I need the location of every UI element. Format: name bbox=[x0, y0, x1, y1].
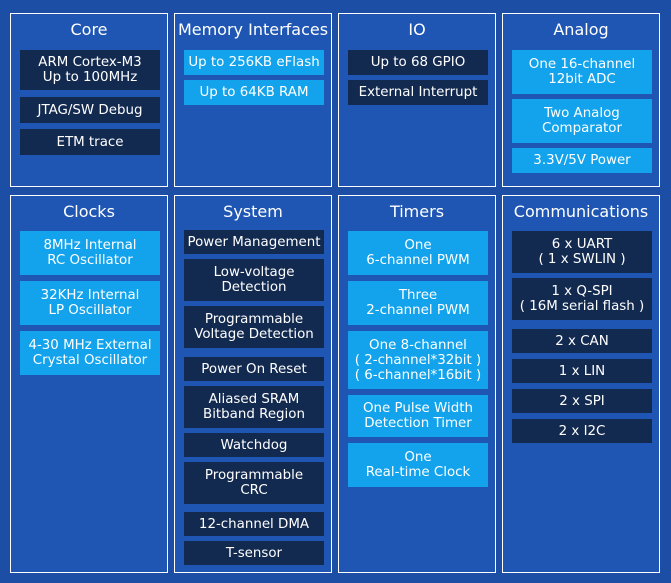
core-panel: Core ARM Cortex-M3 Up to 100MHz JTAG/SW … bbox=[10, 13, 168, 187]
system-block-dma: 12-channel DMA bbox=[184, 512, 324, 536]
system-title: System bbox=[223, 202, 283, 221]
comms-block-spi: 2 x SPI bbox=[512, 389, 652, 413]
memory-panel: Memory Interfaces Up to 256KB eFlash Up … bbox=[174, 13, 332, 187]
timers-panel: Timers One 6-channel PWM Three 2-channel… bbox=[338, 195, 496, 573]
timers-block-rtc: One Real-time Clock bbox=[348, 443, 488, 487]
clocks-panel: Clocks 8MHz Internal RC Oscillator 32KHz… bbox=[10, 195, 168, 573]
system-block-pvd: Programmable Voltage Detection bbox=[184, 306, 324, 348]
timers-title: Timers bbox=[389, 202, 445, 221]
comms-block-i2c: 2 x I2C bbox=[512, 419, 652, 443]
system-block-tsensor: T-sensor bbox=[184, 541, 324, 565]
clocks-block-32khz: 32KHz Internal LP Oscillator bbox=[20, 281, 160, 325]
comms-title: Communications bbox=[513, 202, 649, 221]
io-block-interrupt: External Interrupt bbox=[348, 80, 488, 105]
clocks-block-8mhz: 8MHz Internal RC Oscillator bbox=[20, 231, 160, 275]
timers-block-pulse-width: One Pulse Width Detection Timer bbox=[348, 395, 488, 437]
io-panel: IO Up to 68 GPIO External Interrupt bbox=[338, 13, 496, 187]
clocks-title: Clocks bbox=[63, 202, 115, 221]
core-block-debug: JTAG/SW Debug bbox=[20, 97, 160, 123]
comms-block-can: 2 x CAN bbox=[512, 329, 652, 353]
timers-block-8ch: One 8-channel ( 2-channel*32bit ) ( 6-ch… bbox=[348, 331, 488, 389]
memory-block-ram: Up to 64KB RAM bbox=[184, 80, 324, 105]
system-block-sram-bitband: Aliased SRAM Bitband Region bbox=[184, 386, 324, 428]
system-block-watchdog: Watchdog bbox=[184, 433, 324, 457]
core-block-cpu: ARM Cortex-M3 Up to 100MHz bbox=[20, 50, 160, 90]
analog-block-adc: One 16-channel 12bit ADC bbox=[512, 50, 652, 94]
system-block-low-voltage: Low-voltage Detection bbox=[184, 259, 324, 301]
memory-block-eflash: Up to 256KB eFlash bbox=[184, 50, 324, 75]
analog-block-comparator: Two Analog Comparator bbox=[512, 99, 652, 143]
comms-panel: Communications 6 x UART ( 1 x SWLIN ) 1 … bbox=[502, 195, 660, 573]
system-block-por: Power On Reset bbox=[184, 357, 324, 381]
comms-block-lin: 1 x LIN bbox=[512, 359, 652, 383]
core-block-etm: ETM trace bbox=[20, 129, 160, 155]
core-title: Core bbox=[70, 20, 108, 39]
clocks-block-external: 4-30 MHz External Crystal Oscillator bbox=[20, 331, 160, 375]
io-title: IO bbox=[408, 20, 426, 39]
analog-title: Analog bbox=[553, 20, 609, 39]
memory-title: Memory Interfaces bbox=[177, 20, 329, 39]
analog-block-power: 3.3V/5V Power bbox=[512, 148, 652, 173]
comms-block-uart: 6 x UART ( 1 x SWLIN ) bbox=[512, 231, 652, 273]
system-block-power-management: Power Management bbox=[184, 230, 324, 254]
system-block-crc: Programmable CRC bbox=[184, 462, 324, 504]
analog-panel: Analog One 16-channel 12bit ADC Two Anal… bbox=[502, 13, 660, 187]
system-panel: System Power Management Low-voltage Dete… bbox=[174, 195, 332, 573]
timers-block-6ch-pwm: One 6-channel PWM bbox=[348, 231, 488, 275]
timers-block-2ch-pwm: Three 2-channel PWM bbox=[348, 281, 488, 325]
io-block-gpio: Up to 68 GPIO bbox=[348, 50, 488, 75]
comms-block-qspi: 1 x Q-SPI ( 16M serial flash ) bbox=[512, 278, 652, 320]
